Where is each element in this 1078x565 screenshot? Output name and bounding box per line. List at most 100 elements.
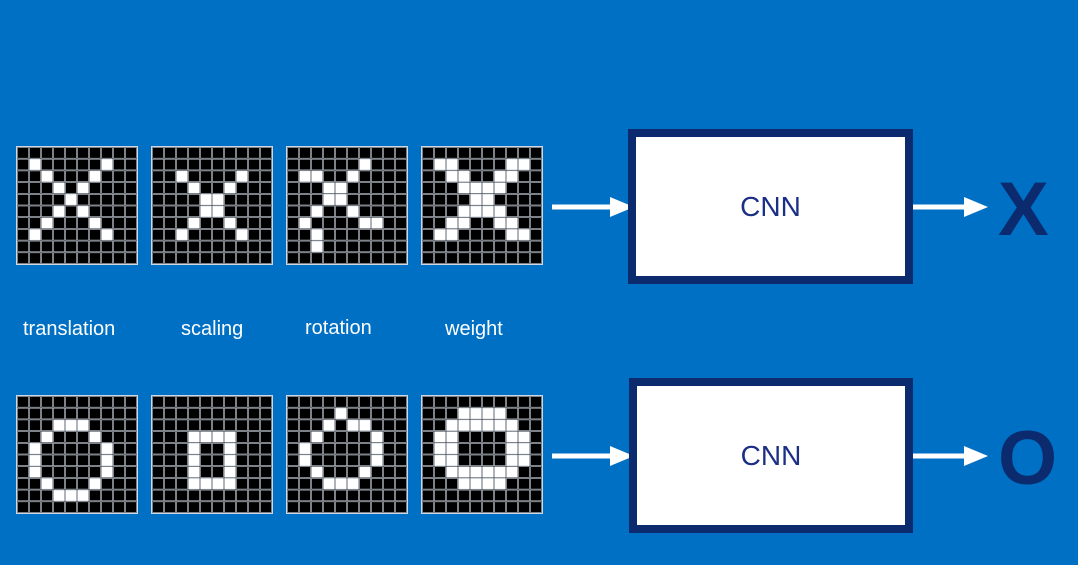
pixel-off — [101, 147, 113, 159]
cnn-label: CNN — [740, 439, 802, 471]
pixel-on — [200, 478, 212, 490]
pixel-off — [224, 158, 236, 171]
pixel-on — [335, 478, 347, 490]
pixel-on — [236, 170, 248, 182]
pixel-off — [65, 217, 77, 229]
pixel-off — [347, 431, 359, 443]
pixel-off — [470, 217, 482, 229]
pixel-off — [113, 217, 125, 229]
pixel-on — [53, 182, 65, 194]
pixel-off — [530, 170, 542, 182]
pixel-off — [287, 182, 299, 194]
pixel-off — [335, 396, 347, 408]
pixel-off — [482, 431, 494, 443]
pixel-off — [200, 442, 212, 455]
pixel-off — [164, 442, 176, 455]
pixel-on — [482, 419, 494, 431]
pixel-off — [89, 454, 101, 466]
pixel-off — [236, 489, 248, 502]
pixel-off — [176, 182, 188, 194]
pixel-off — [248, 252, 260, 264]
pixel-off — [212, 147, 224, 159]
pixel-off — [311, 419, 323, 431]
pixel-off — [125, 396, 137, 408]
pixel-off — [29, 205, 41, 217]
pixel-off — [65, 431, 77, 443]
pixel-off — [323, 217, 335, 229]
pixel-off — [311, 407, 323, 420]
pixel-off — [482, 240, 494, 253]
pixel-off — [530, 158, 542, 171]
pixel-off — [518, 193, 530, 206]
pixel-off — [152, 229, 164, 241]
pixel-off — [176, 205, 188, 217]
pixel-off — [506, 240, 518, 253]
pixel-off — [347, 147, 359, 159]
pixel-off — [53, 240, 65, 253]
pixel-off — [347, 158, 359, 171]
pixel-off — [188, 419, 200, 431]
pixel-off — [395, 193, 407, 206]
pixel-off — [482, 489, 494, 502]
pixel-off — [77, 407, 89, 420]
pixel-off — [395, 205, 407, 217]
pixel-off — [335, 229, 347, 241]
pixel-off — [260, 431, 272, 443]
pixel-off — [101, 478, 113, 490]
pixel-off — [383, 501, 395, 513]
pixel-off — [506, 396, 518, 408]
label-translation: translation — [23, 318, 116, 340]
pixel-off — [248, 205, 260, 217]
pixel-off — [311, 454, 323, 466]
pixel-off — [482, 170, 494, 182]
pixel-off — [422, 501, 434, 513]
pixel-off — [101, 252, 113, 264]
pixel-off — [482, 396, 494, 408]
pixel-off — [287, 431, 299, 443]
pixel-off — [323, 442, 335, 455]
pixel-on — [446, 419, 458, 431]
pixel-on — [29, 454, 41, 466]
pixel-off — [335, 170, 347, 182]
pixel-off — [248, 419, 260, 431]
pixel-on — [482, 466, 494, 478]
pixel-off — [113, 147, 125, 159]
pixel-off — [176, 193, 188, 206]
pixel-off — [371, 193, 383, 206]
pixel-off — [446, 182, 458, 194]
pixel-off — [335, 489, 347, 502]
pixel-off — [188, 170, 200, 182]
label-scaling: scaling — [181, 318, 244, 340]
pixel-off — [383, 466, 395, 478]
pixel-on — [65, 489, 77, 502]
pixel-off — [224, 396, 236, 408]
pixel-off — [470, 229, 482, 241]
pixel-off — [422, 466, 434, 478]
pixel-off — [188, 396, 200, 408]
pixel-off — [77, 454, 89, 466]
pixel-off — [164, 396, 176, 408]
pixel-off — [446, 193, 458, 206]
pixel-off — [41, 407, 53, 420]
pixel-off — [164, 193, 176, 206]
pixel-off — [248, 240, 260, 253]
pixel-off — [347, 466, 359, 478]
pixel-off — [287, 170, 299, 182]
pixel-on — [434, 442, 446, 455]
pixel-off — [164, 252, 176, 264]
pixel-on — [224, 431, 236, 443]
pixel-off — [347, 217, 359, 229]
pixel-off — [65, 182, 77, 194]
pixel-on — [224, 442, 236, 455]
pixel-off — [458, 489, 470, 502]
pixel-off — [434, 466, 446, 478]
pixel-on — [29, 466, 41, 478]
pixel-on — [200, 193, 212, 206]
pixel-off — [494, 501, 506, 513]
pixel-off — [470, 170, 482, 182]
x-translation-grid — [16, 146, 138, 265]
pixel-off — [335, 454, 347, 466]
pixel-off — [113, 193, 125, 206]
pixel-off — [347, 182, 359, 194]
pixel-off — [518, 182, 530, 194]
